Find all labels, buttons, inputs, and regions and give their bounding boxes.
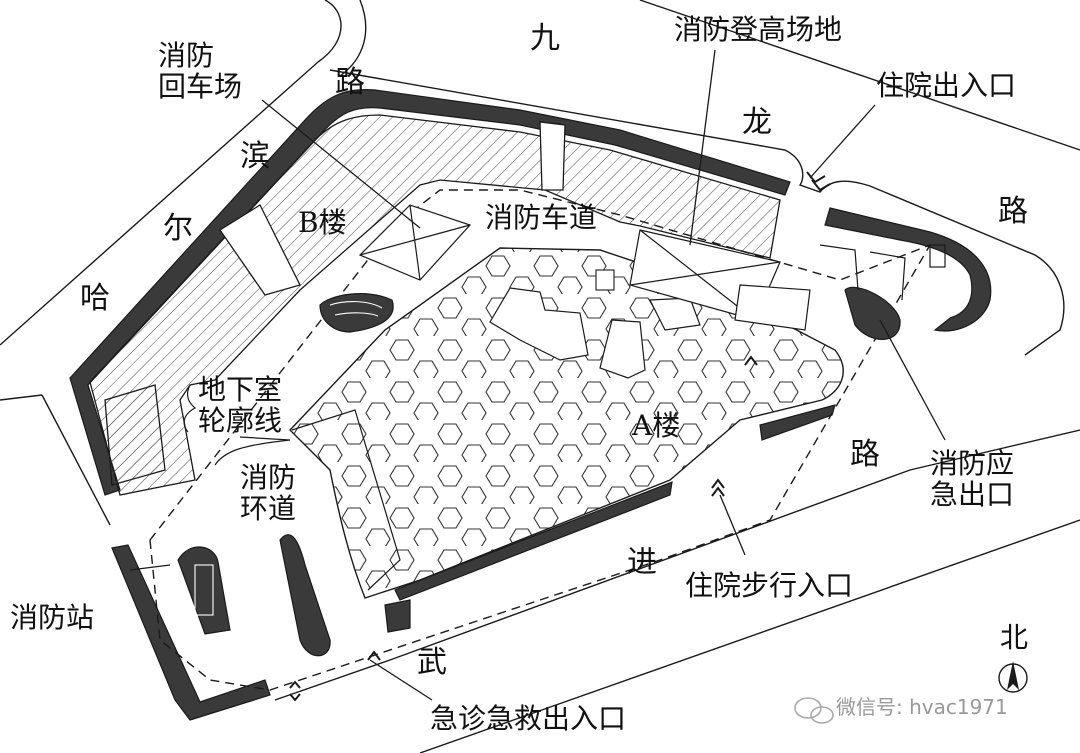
label-fire-turnaround: 消防 回车场 [158, 39, 243, 104]
right-corner-structures [819, 244, 946, 301]
road-char: 龙 [742, 105, 772, 140]
label-basement-outline: 地下室 轮廓线 [198, 373, 283, 438]
road-char: 进 [627, 545, 657, 580]
road-char: 哈 [80, 281, 110, 316]
hatched-blocks [89, 114, 781, 496]
entrance-arrows [289, 171, 831, 702]
label-fire-emergency-exit: 消防应 急出口 [930, 447, 1015, 512]
road-char: 滨 [240, 139, 270, 174]
road-char: 武 [417, 645, 447, 680]
island-details [194, 301, 383, 616]
a-building [289, 247, 844, 599]
label-fire-lane: 消防车道 [485, 201, 598, 234]
site-boundary-dashed [149, 189, 931, 691]
fire-turnaround-areas [358, 204, 811, 331]
label-north: 北 [1000, 621, 1029, 654]
road-char: 九 [530, 21, 560, 56]
road-char: 尔 [163, 211, 193, 246]
road-char: 路 [850, 437, 880, 472]
label-inpatient-pedestrian: 住院步行入口 [685, 569, 854, 602]
label-inpatient-entrance: 住院出入口 [876, 69, 1017, 102]
label-fire-ring-road: 消防 环道 [240, 461, 297, 526]
north-arrow-icon [998, 661, 1028, 693]
road-char: 路 [998, 194, 1028, 229]
road-char: 路 [335, 65, 365, 100]
inner-road-lines [129, 384, 291, 571]
label-a-building: A楼 [632, 409, 681, 442]
label-b-building: B楼 [298, 206, 347, 239]
label-fire-station: 消防站 [10, 601, 95, 634]
label-emergency-entrance: 急诊急救出入口 [430, 702, 627, 735]
leader-lines [239, 49, 946, 701]
wechat-logo-icon [794, 697, 834, 724]
label-fire-climbing-area: 消防登高场地 [674, 13, 843, 46]
watermark-text: 微信号: hvac1971 [836, 695, 1008, 719]
